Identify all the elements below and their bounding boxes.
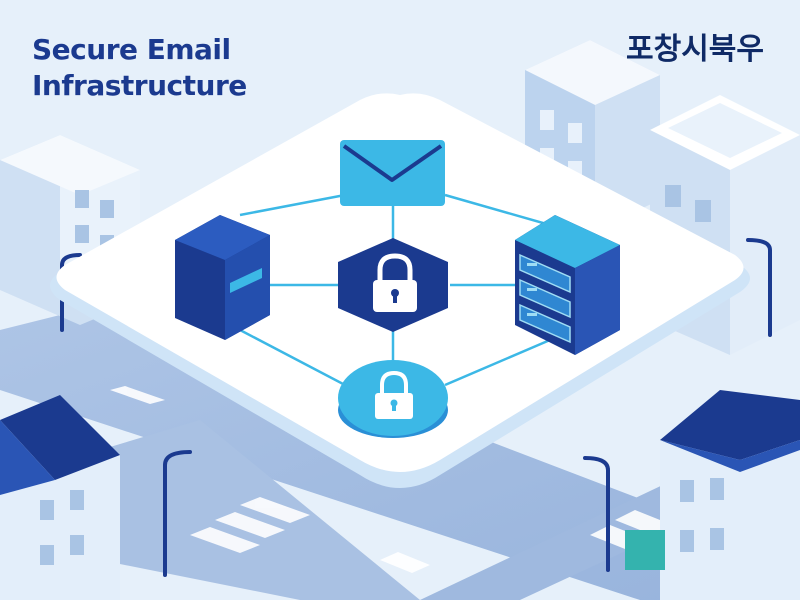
title-line-1: Secure Email — [32, 33, 231, 66]
data-box-icon — [175, 215, 270, 340]
page-title: Secure Email Infrastructure — [32, 32, 332, 104]
lock-hub-icon — [338, 238, 448, 332]
building-bottom-right — [625, 390, 800, 600]
building-bottom-left — [0, 395, 120, 600]
network-links — [239, 193, 551, 387]
server-rack-icon — [515, 215, 620, 355]
email-envelope-icon — [340, 140, 445, 206]
title-line-2: Infrastructure — [32, 69, 247, 102]
streetlights — [60, 238, 772, 577]
lock-disc-icon — [338, 360, 448, 438]
agency-name: 포창시북우 — [626, 32, 764, 67]
